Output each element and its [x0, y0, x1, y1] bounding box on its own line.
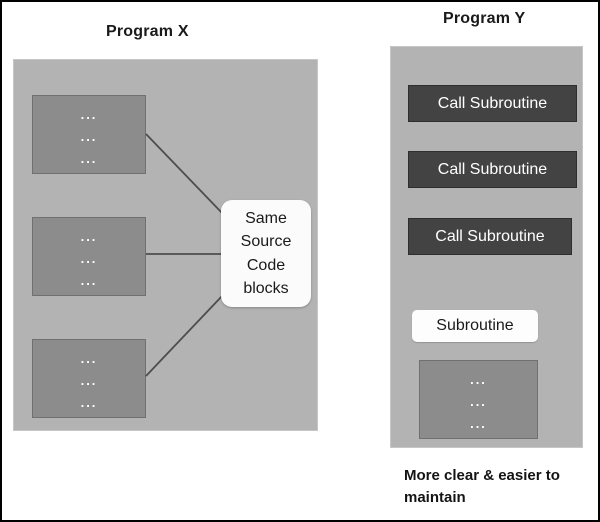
callout-line-4: blocks [243, 279, 289, 297]
code-block-x-3: ... ... ... [32, 339, 146, 418]
same-source-code-callout: Same Source Code blocks [221, 200, 311, 307]
code-dots: ... [470, 372, 487, 387]
program-y-caption: More clear & easier to maintain [404, 467, 560, 506]
code-dots: ... [470, 394, 487, 409]
code-dots: ... [80, 273, 98, 288]
code-dots: ... [80, 395, 98, 410]
callout-line-2: Source [240, 233, 292, 251]
code-dots: ... [80, 107, 98, 122]
call-subroutine-bar-3: Call Subroutine [408, 218, 572, 255]
callout-line-1: Same [245, 210, 287, 228]
subroutine-code-block: ... ... ... [419, 360, 538, 439]
code-block-x-1: ... ... ... [32, 95, 146, 174]
code-dots: ... [80, 251, 98, 266]
code-dots: ... [80, 373, 98, 388]
program-x-title: Program X [106, 23, 189, 40]
code-dots: ... [80, 151, 98, 166]
code-block-x-2: ... ... ... [32, 217, 146, 296]
code-dots: ... [80, 351, 98, 366]
code-dots: ... [80, 129, 98, 144]
program-y-title: Program Y [443, 10, 526, 27]
call-subroutine-bar-1: Call Subroutine [408, 85, 577, 122]
callout-line-3: Code [246, 256, 286, 274]
code-dots: ... [470, 416, 487, 431]
code-dots: ... [80, 229, 98, 244]
subroutine-label: Subroutine [412, 310, 538, 342]
call-subroutine-bar-2: Call Subroutine [408, 151, 577, 188]
